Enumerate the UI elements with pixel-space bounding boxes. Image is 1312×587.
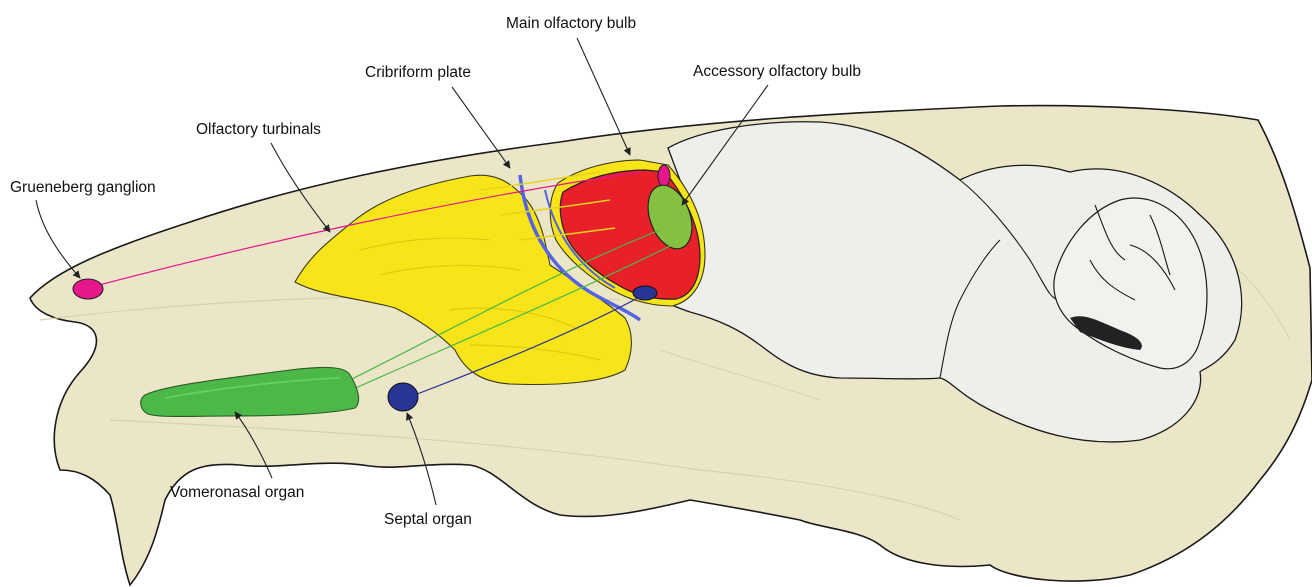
label-main-olfactory-bulb: Main olfactory bulb (506, 15, 636, 32)
label-cribriform-plate: Cribriform plate (365, 64, 471, 81)
label-grueneberg-ganglion: Grueneberg ganglion (10, 179, 156, 196)
label-accessory-olfactory-bulb: Accessory olfactory bulb (693, 63, 861, 80)
dorsal-bulb-spot (658, 165, 670, 187)
label-olfactory-turbinals: Olfactory turbinals (196, 121, 321, 138)
septal-organ (388, 383, 418, 411)
label-septal-organ: Septal organ (384, 511, 472, 528)
grueneberg-ganglion (73, 279, 103, 299)
label-vomeronasal-organ: Vomeronasal organ (170, 484, 304, 501)
